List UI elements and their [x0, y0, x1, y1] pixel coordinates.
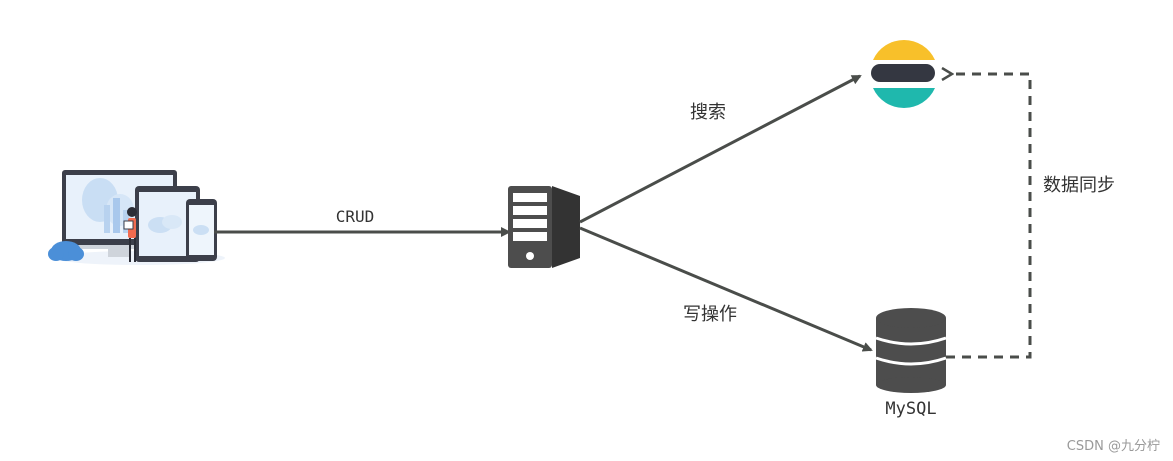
search-arrow — [579, 74, 862, 224]
elasticsearch-logo-icon — [871, 39, 935, 109]
data-sync-label: 数据同步 — [1043, 175, 1115, 196]
watermark: CSDN @九分柠 — [1067, 439, 1160, 454]
database-cylinder-icon — [875, 308, 947, 393]
server-tower-icon — [508, 186, 580, 268]
multi-device-client-icon — [48, 170, 225, 265]
write-arrow — [579, 226, 873, 352]
mysql-label: MySQL — [885, 399, 936, 419]
write-label: 写操作 — [683, 304, 737, 325]
search-label: 搜索 — [690, 102, 726, 123]
crud-label: CRUD — [336, 207, 375, 226]
data-sync-arrow — [946, 74, 1032, 359]
